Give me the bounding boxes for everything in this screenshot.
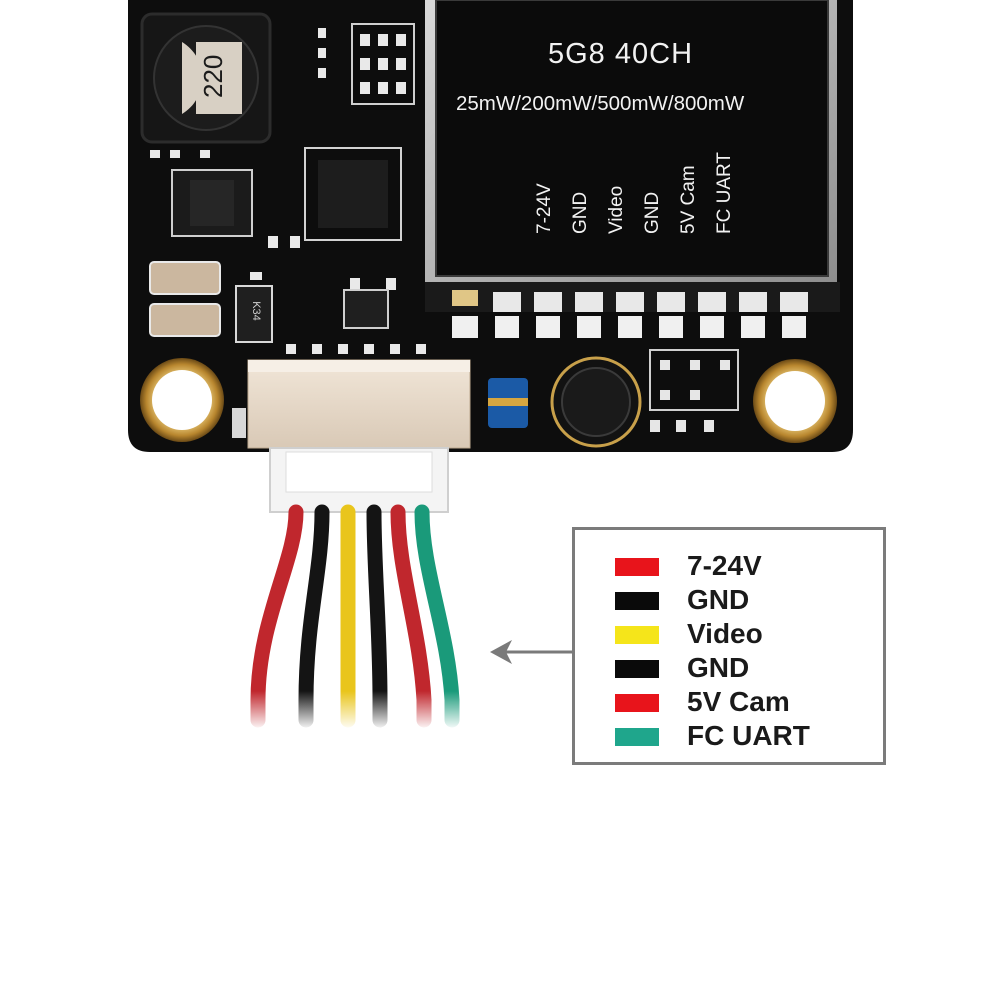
shield-title: 5G8 40CH [548,38,694,70]
pin-label-gnd-2: GND [642,191,663,234]
component-block [649,349,739,411]
diode [235,285,273,343]
pin-label-fc-uart: FC UART [714,152,735,234]
shield-power-levels: 25mW/200mW/500mW/800mW [456,92,745,115]
legend-label: FC UART [687,720,810,751]
legend-swatch [615,660,659,678]
transistor [343,289,389,329]
shield-can [435,0,829,277]
capacitor-1 [149,261,221,295]
inductor-code: 220 [198,54,228,98]
legend-label: GND [687,652,750,683]
wire-legend: 7-24V GND Video GND 5V Cam FC UART [572,527,886,765]
legend-swatch [615,558,659,576]
legend-label: GND [687,584,750,615]
pin-label-7-24v: 7-24V [534,183,555,234]
smd-pads [150,28,426,354]
connector-socket [247,359,471,449]
legend-swatch [615,694,659,712]
legend-swatch [615,626,659,644]
legend-label: Video [687,618,763,649]
legend-label: 7-24V [687,550,762,581]
smd-array [351,23,415,105]
capacitor-2 [149,303,221,337]
diode-marking: K34 [249,301,262,321]
pin-label-5v-cam: 5V Cam [678,165,699,234]
wire-fade [240,600,480,730]
qfn-ic [304,147,402,241]
legend-swatch [615,728,659,746]
pin-label-video: Video [606,185,627,234]
shield-pads [452,290,808,338]
inductor-label-bg [196,42,242,114]
connector-plug-body [232,408,246,438]
legend-swatch [615,592,659,610]
arrow-head [490,640,512,664]
pin-label-gnd-1: GND [570,191,591,234]
legend-label: 5V Cam [687,686,790,717]
